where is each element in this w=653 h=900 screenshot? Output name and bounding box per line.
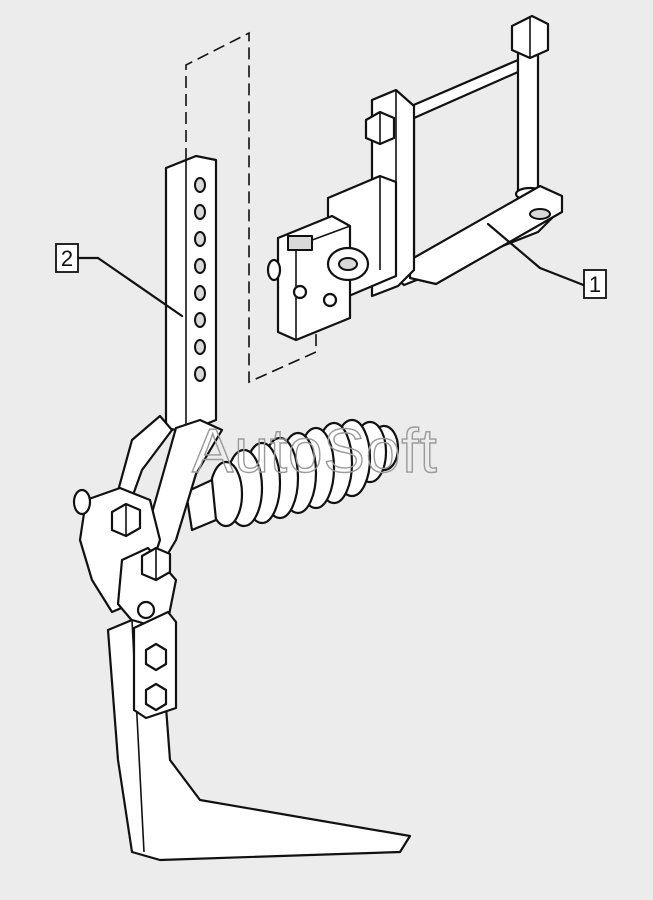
bracket-assembly [266, 14, 564, 342]
clamp-bolt [516, 42, 540, 196]
coil-spring [184, 418, 400, 532]
callout-2: 2 [55, 243, 184, 318]
shovel-tine [106, 610, 412, 862]
hinge-arm [72, 414, 224, 632]
tine-bolt-upper [144, 642, 168, 672]
slotted-stand [164, 154, 218, 434]
callout-2-label: 2 [61, 246, 73, 271]
watermark: AutoSoft [192, 417, 438, 486]
adjustment-holes [194, 177, 206, 382]
callout-1: 1 [486, 222, 607, 299]
callout-1-label: 1 [589, 272, 601, 297]
tine-bolt-lower [144, 682, 168, 712]
assembly-guide-line [185, 31, 317, 384]
